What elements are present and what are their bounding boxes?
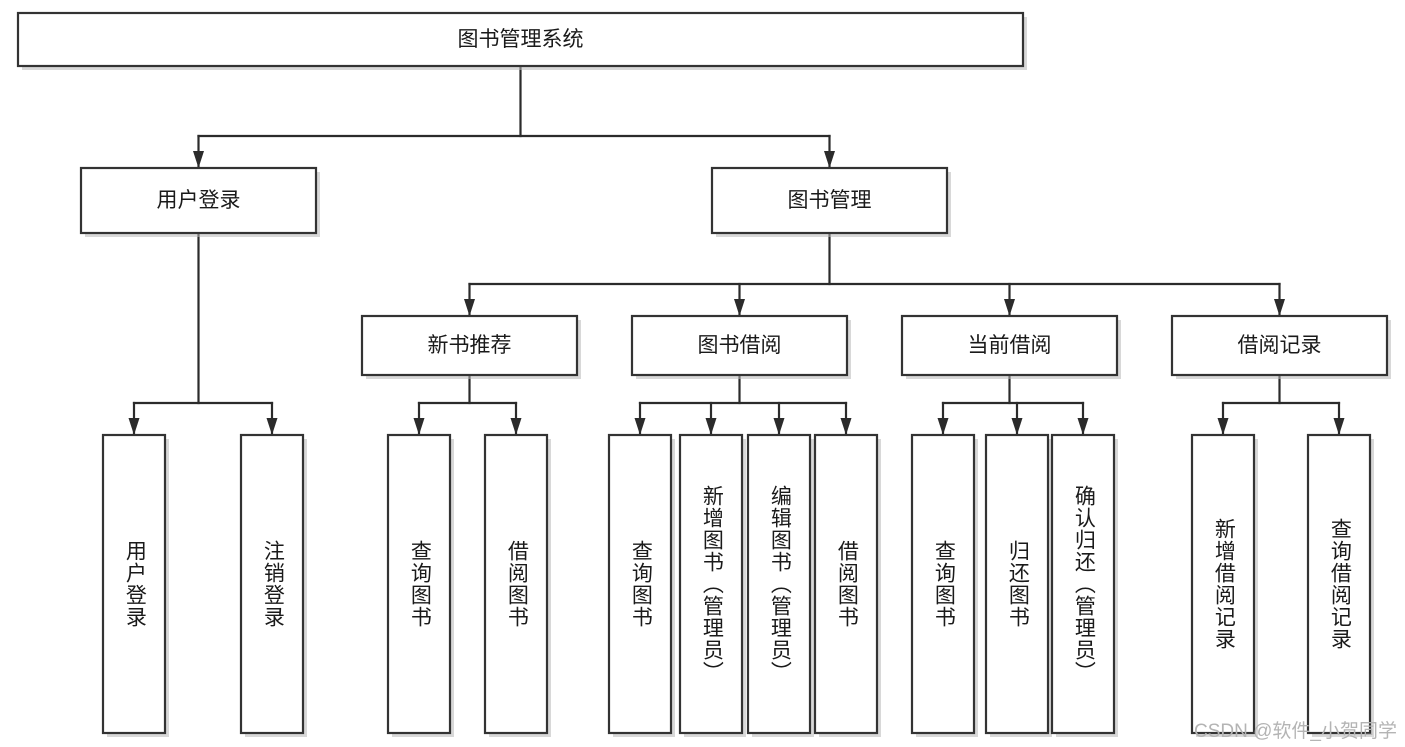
- node-box[interactable]: [900, 314, 1119, 377]
- node-box[interactable]: [386, 433, 452, 735]
- node-l1: [101, 433, 169, 737]
- node-label: 用户登录: [157, 189, 241, 212]
- arrow-head-icon: [128, 418, 140, 435]
- node-box[interactable]: [483, 433, 549, 735]
- node-box[interactable]: [101, 433, 167, 735]
- node-l4: [483, 433, 551, 737]
- edge-group: [1217, 373, 1345, 437]
- edge-group: [464, 231, 1285, 318]
- node-label: 借阅记录: [1238, 334, 1322, 357]
- node-label: 当前借阅: [968, 334, 1052, 357]
- arrow-head-icon: [773, 418, 785, 435]
- edge-group: [634, 373, 852, 437]
- arrow-head-icon: [193, 151, 204, 168]
- node-n3d: 借阅记录: [1170, 314, 1391, 379]
- node-l9: [910, 433, 978, 737]
- arrow-head-icon: [1004, 299, 1015, 316]
- node-box[interactable]: [16, 11, 1025, 68]
- node-box[interactable]: [607, 433, 673, 735]
- arrow-head-icon: [734, 299, 745, 316]
- arrow-head-icon: [1274, 299, 1285, 316]
- node-l8: [813, 433, 881, 737]
- node-box[interactable]: [1170, 314, 1389, 377]
- node-l7: [746, 433, 814, 737]
- node-l13: [1306, 433, 1374, 737]
- node-box[interactable]: [746, 433, 812, 735]
- node-box[interactable]: [630, 314, 849, 377]
- node-box[interactable]: [1190, 433, 1256, 735]
- node-n3c: 当前借阅: [900, 314, 1121, 379]
- arrow-head-icon: [1011, 418, 1023, 435]
- edge-group: [128, 231, 278, 437]
- arrow-head-icon: [1333, 418, 1345, 435]
- node-box[interactable]: [984, 433, 1050, 735]
- node-l11: [1050, 433, 1118, 737]
- node-box[interactable]: [710, 166, 949, 235]
- edge-layer: [128, 64, 1345, 437]
- arrow-head-icon: [1217, 418, 1229, 435]
- node-root: 图书管理系统: [16, 11, 1027, 70]
- node-label: 新书推荐: [428, 334, 512, 357]
- node-l10: [984, 433, 1052, 737]
- node-label: 图书管理系统: [458, 28, 584, 51]
- node-l5: [607, 433, 675, 737]
- edge-group: [193, 64, 835, 170]
- arrow-head-icon: [824, 151, 835, 168]
- node-box[interactable]: [79, 166, 318, 235]
- node-box[interactable]: [1050, 433, 1116, 735]
- node-l12: [1190, 433, 1258, 737]
- node-label: 图书管理: [788, 189, 872, 212]
- arrow-head-icon: [266, 418, 278, 435]
- node-l6: [678, 433, 746, 737]
- arrow-head-icon: [937, 418, 949, 435]
- arrow-head-icon: [1077, 418, 1089, 435]
- arrow-head-icon: [634, 418, 646, 435]
- edge-group: [937, 373, 1089, 437]
- node-n3b: 图书借阅: [630, 314, 851, 379]
- node-box[interactable]: [360, 314, 579, 377]
- node-n2a: 用户登录: [79, 166, 320, 237]
- arrow-head-icon: [510, 418, 522, 435]
- arrow-head-icon: [705, 418, 717, 435]
- edge-group: [413, 373, 522, 437]
- arrow-head-icon: [413, 418, 425, 435]
- node-box[interactable]: [678, 433, 744, 735]
- node-n2b: 图书管理: [710, 166, 951, 237]
- arrow-head-icon: [840, 418, 852, 435]
- node-box[interactable]: [813, 433, 879, 735]
- node-l2: [239, 433, 307, 737]
- arrow-head-icon: [464, 299, 475, 316]
- node-label: 图书借阅: [698, 334, 782, 357]
- node-n3a: 新书推荐: [360, 314, 581, 379]
- node-box[interactable]: [910, 433, 976, 735]
- node-box[interactable]: [1306, 433, 1372, 735]
- node-box[interactable]: [239, 433, 305, 735]
- node-l3: [386, 433, 454, 737]
